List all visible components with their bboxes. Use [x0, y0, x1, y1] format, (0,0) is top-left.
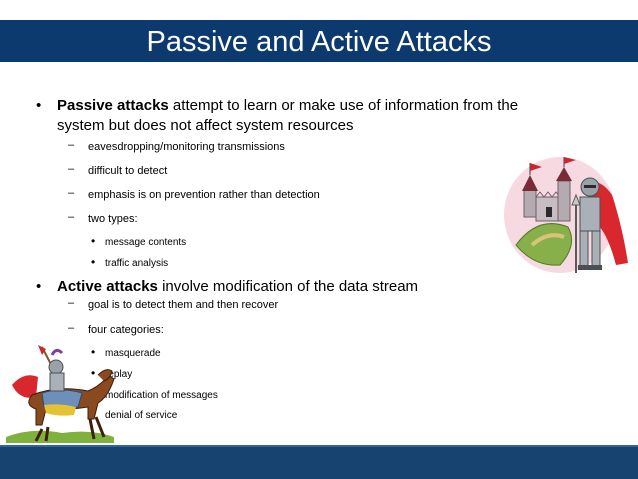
horse-knight-clipart: [6, 345, 115, 443]
title-bar: Passive and Active Attacks: [0, 20, 638, 62]
slide-title: Passive and Active Attacks: [146, 26, 492, 58]
bullet-dot: •: [36, 97, 42, 114]
bullet-active: • Active attacks involve modification of…: [36, 277, 596, 297]
passive-bold: Passive attacks: [57, 97, 169, 114]
passive-line2: system but does not affect system resour…: [57, 117, 354, 134]
active-line: Active attacks involve modification of t…: [57, 277, 418, 297]
bullet-passive: • Passive attacks attempt to learn or ma…: [36, 96, 596, 136]
passive-line1: Passive attacks attempt to learn or make…: [57, 96, 518, 116]
passive-rest: attempt to learn or make use of informat…: [168, 97, 519, 114]
active-rest: involve modification of the data stream: [157, 278, 419, 295]
footer-divider: [0, 445, 638, 447]
castle-knight-clipart: [504, 157, 628, 273]
bullet-dot: •: [36, 278, 42, 295]
footer-bar: [0, 447, 638, 479]
active-bold: Active attacks: [57, 278, 158, 295]
